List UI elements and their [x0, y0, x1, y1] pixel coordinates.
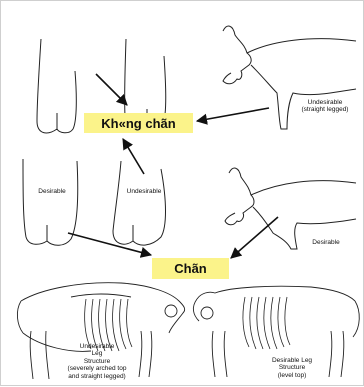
label-not-correct: Kh«ng chãn [84, 113, 193, 133]
caption-skeleton-right: Desirable Leg Structure (level top) [259, 357, 325, 379]
arrow-top-right-to-not-correct [197, 108, 269, 121]
arrow-middle-to-not-correct [123, 139, 144, 174]
arrows [68, 74, 278, 258]
caption-undesirable-straight: Undesirable (straight legged) [297, 99, 353, 114]
arrow-right-to-correct [231, 217, 278, 258]
pig-front-desirable-sketch [225, 168, 356, 249]
caption-desirable-right: Desirable [306, 239, 346, 246]
caption-undesirable-middle: Undesirable [123, 188, 165, 195]
label-correct: Chãn [152, 258, 229, 279]
caption-desirable-left: Desirable [33, 188, 71, 195]
hoof-sketch-undesirable-middle [113, 161, 166, 245]
caption-skeleton-left: Undesirable Leg Structure (severely arch… [57, 343, 137, 380]
arrow-top-left-to-not-correct [96, 74, 127, 105]
hoof-sketch-desirable [23, 159, 78, 245]
hoof-sketch-upright-left [37, 39, 76, 133]
